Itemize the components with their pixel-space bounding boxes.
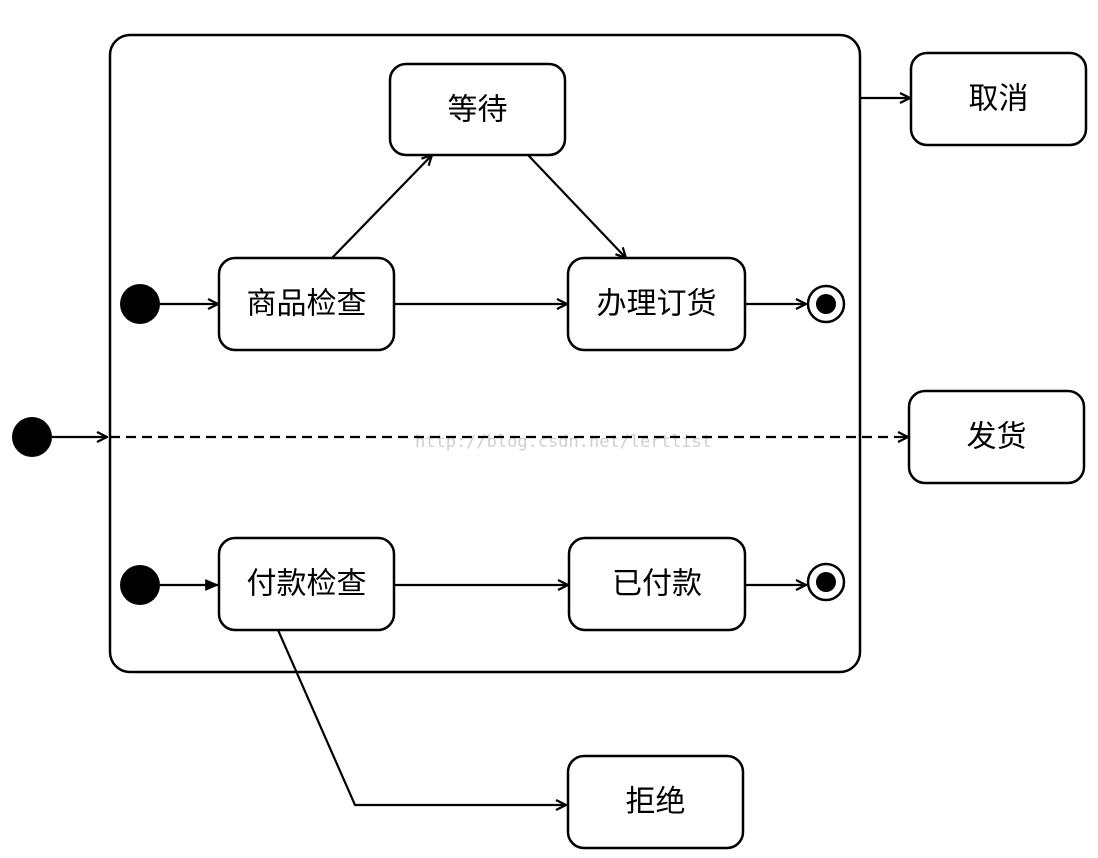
composite-state bbox=[108, 33, 862, 674]
state-quxiao-label: 取消 bbox=[969, 82, 1029, 117]
final-node-bottom bbox=[806, 562, 846, 602]
initial-node-outer bbox=[12, 417, 52, 457]
state-shangpin-jiancha: 商品检查 bbox=[217, 256, 396, 352]
state-yi-fukuan: 已付款 bbox=[567, 536, 747, 632]
state-fukuan-jiancha-label: 付款检查 bbox=[247, 567, 367, 602]
watermark: http://blog.csdn.net/lertlist bbox=[415, 432, 712, 452]
state-fukuan-jiancha: 付款检查 bbox=[217, 536, 396, 632]
state-quxiao: 取消 bbox=[909, 51, 1088, 147]
state-jujue: 拒绝 bbox=[566, 754, 745, 850]
state-dengdai-label: 等待 bbox=[448, 93, 508, 128]
state-jujue-label: 拒绝 bbox=[626, 785, 686, 820]
state-shangpin-jiancha-label: 商品检查 bbox=[247, 287, 367, 322]
edge-fukuan-jiancha-to-jujue bbox=[276, 629, 566, 805]
state-banli-dinghuo-label: 办理订货 bbox=[597, 287, 717, 322]
state-fahuo: 发货 bbox=[907, 389, 1086, 485]
state-yi-fukuan-label: 已付款 bbox=[612, 567, 702, 602]
edge-dengdai-to-banli-dinghuo bbox=[527, 154, 626, 258]
edge-shangpin-jiancha-to-dengdai bbox=[331, 155, 432, 259]
final-node-top bbox=[806, 284, 846, 324]
state-dengdai: 等待 bbox=[388, 62, 567, 157]
initial-node-bottom bbox=[120, 565, 160, 605]
state-fahuo-label: 发货 bbox=[967, 420, 1027, 455]
state-banli-dinghuo: 办理订货 bbox=[566, 256, 747, 352]
initial-node-top bbox=[120, 284, 160, 324]
